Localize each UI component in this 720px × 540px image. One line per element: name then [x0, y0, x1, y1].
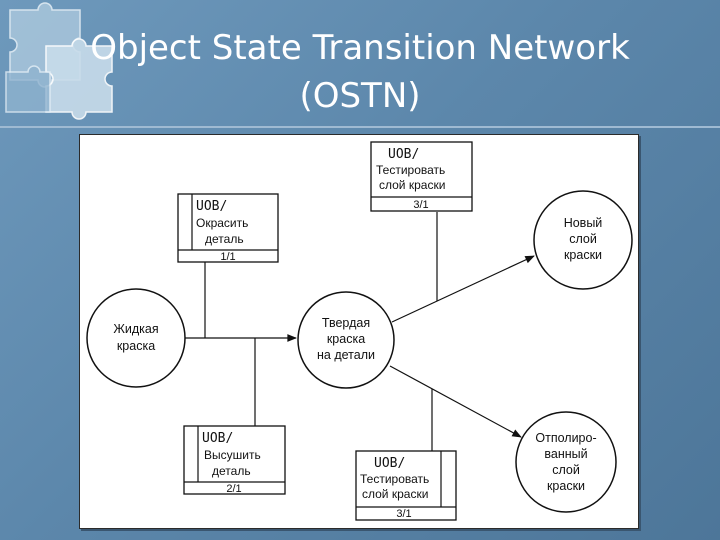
- uob-test-bottom-header: UOB/: [374, 456, 405, 471]
- state-polished-line1: Отполиро-: [535, 431, 596, 445]
- slide-title-line1: Object State Transition Network: [90, 28, 630, 68]
- state-liquid-line2: краска: [117, 339, 155, 353]
- state-new-layer: Новый слой краски: [533, 190, 633, 290]
- uob-dry-part: UOB/ Высушить деталь 2/1: [183, 425, 286, 495]
- uob-dry-line2: деталь: [212, 464, 251, 478]
- uob-test-layer-bottom: UOB/ Тестировать слой краски 3/1: [355, 450, 457, 521]
- uob-dry-number: 2/1: [226, 483, 241, 495]
- state-solid-paint: Твердая краска на детали: [297, 291, 395, 389]
- state-new-layer-line2: слой: [569, 232, 597, 246]
- uob-test-top-number: 3/1: [413, 199, 428, 211]
- state-polished-layer: Отполиро- ванный слой краски: [515, 411, 617, 513]
- state-polished-line3: слой: [552, 463, 580, 477]
- uob-paint-number: 1/1: [220, 251, 235, 263]
- uob-test-bottom-number: 3/1: [396, 508, 411, 520]
- state-new-layer-line3: краски: [564, 248, 602, 262]
- uob-paint-header: UOB/: [196, 199, 227, 214]
- uob-test-bottom-line1: Тестировать: [360, 472, 429, 486]
- state-solid-line3: на детали: [317, 348, 375, 362]
- uob-test-top-header: UOB/: [388, 147, 419, 162]
- title-divider: [0, 126, 720, 128]
- uob-test-layer-top: UOB/ Тестировать слой краски 3/1: [370, 141, 473, 212]
- state-polished-line2: ванный: [544, 447, 587, 461]
- state-solid-line2: краска: [327, 332, 365, 346]
- state-liquid-paint: Жидкая краска: [86, 288, 186, 388]
- uob-test-bottom-line2: слой краски: [362, 487, 428, 501]
- uob-dry-header: UOB/: [202, 431, 233, 446]
- slide-title-line2: (OSTN): [299, 76, 421, 116]
- uob-dry-line1: Высушить: [204, 448, 261, 462]
- state-solid-line1: Твердая: [322, 316, 370, 330]
- state-new-layer-line1: Новый: [564, 216, 603, 230]
- slide-title: Object State Transition Network (OSTN): [0, 24, 720, 120]
- uob-paint-part: UOB/ Окрасить деталь 1/1: [177, 193, 279, 263]
- uob-test-top-line2: слой краски: [379, 178, 445, 192]
- uob-paint-line2: деталь: [205, 232, 244, 246]
- state-polished-line4: краски: [547, 479, 585, 493]
- uob-test-top-line1: Тестировать: [376, 163, 445, 177]
- link-solid-to-new-layer: [391, 255, 535, 323]
- link-solid-to-polished: [389, 365, 522, 438]
- state-liquid-line1: Жидкая: [113, 322, 158, 336]
- uob-paint-line1: Окрасить: [196, 216, 248, 230]
- puzzle-logo-icon: [5, 2, 113, 120]
